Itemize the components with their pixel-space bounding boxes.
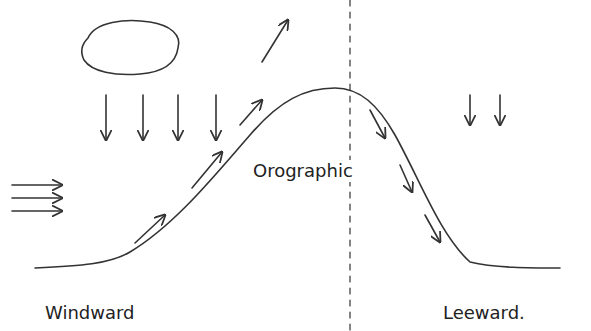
rain-arrows: [106, 95, 500, 140]
side-label: Leeward.: [440, 302, 528, 324]
side-label: Windward: [42, 302, 138, 324]
rising-air-arrows: [135, 20, 288, 243]
descending-air-arrows: [370, 110, 440, 242]
wind-arrows: [12, 185, 62, 211]
center-label: Orographic: [250, 160, 356, 182]
cloud: [82, 21, 179, 75]
mountain-outline: [35, 88, 560, 268]
